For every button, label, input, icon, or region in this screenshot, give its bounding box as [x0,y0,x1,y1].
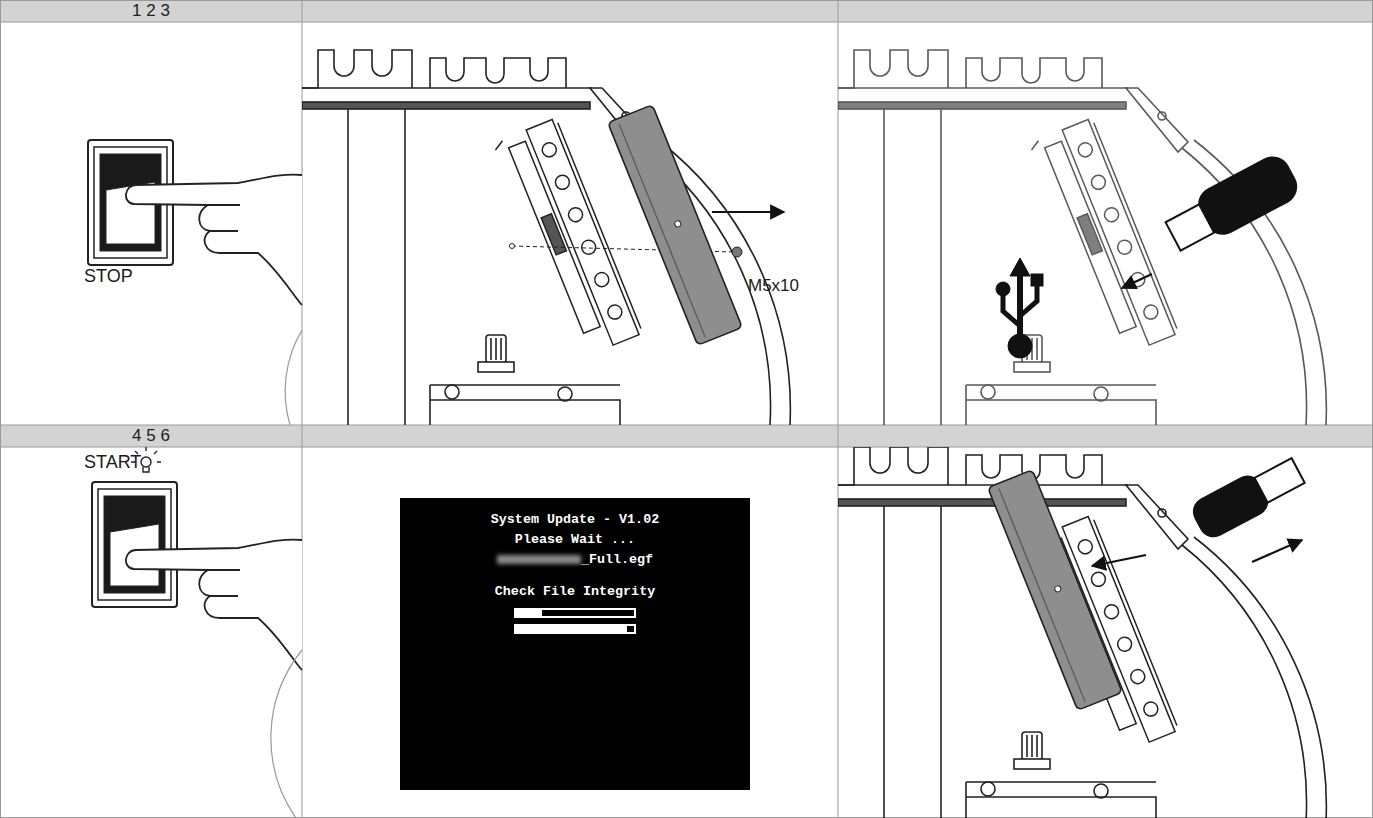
screen-text: Please Wait ... [515,532,635,547]
screen-line: Check File Integrity [400,582,750,602]
screen-title: System Update - V1.02 [491,512,659,527]
switch-label: START [84,452,141,473]
step-header: 4 5 6 [0,425,1373,447]
step-header: 1 2 3 [0,0,1373,22]
screen-line: System Update - V1.02 [400,510,750,530]
switch-label: STOP [84,266,133,287]
blurred-file-prefix [497,555,581,564]
screen-text: _Full.egf [581,552,653,567]
screen-text: Check File Integrity [495,584,655,599]
progress-bars [400,608,750,634]
update-screen: System Update - V1.02Please Wait ... _Ful… [400,498,750,790]
screw-size-label: M5x10 [748,276,799,296]
progress-fill [516,610,542,616]
screen-line: _Full.egf [400,550,750,570]
step-numbers: 1 2 3 [0,0,302,22]
progress-bar [514,608,636,618]
screen-line: Please Wait ... [400,530,750,550]
step-numbers: 4 5 6 [0,425,302,447]
progress-fill [516,626,627,632]
progress-bar [514,624,636,634]
